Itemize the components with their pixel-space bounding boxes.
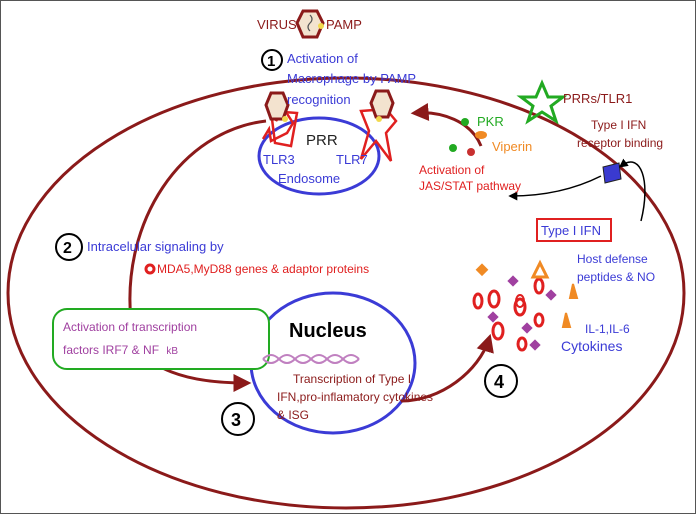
transcription-factor-label: Activation of transcription factors IRF7… [63,320,200,357]
host-defense-line-1: Host defense [577,252,648,266]
endosome [257,116,381,196]
arrow-receptor-to-jak [508,175,602,201]
prr-label: PRR [306,132,338,149]
tf-line-2: factors IRF7 & NF [63,343,159,357]
step-1-label: 1 [267,53,275,70]
jak-line-1: Activation of [419,163,485,177]
tt-line-2: IFN,pro-inflamatory cytokines [277,390,433,404]
endosome-label: Endosome [278,171,340,186]
step-3-circle [221,402,255,436]
type1-ifn-box [536,218,612,242]
viperin-label: Viperin [492,139,532,154]
ifn-receptor-cube [602,162,622,184]
activation-line-1: Activation of [287,51,358,66]
cytokines-label: Cytokines [561,338,622,354]
step-4-label: 4 [494,372,504,392]
tlr3-label: TLR3 [263,152,295,167]
ifn-receptor-line-2: receptor binding [577,136,663,150]
step-1-circle [261,49,283,71]
mda5-label: MDA5,MyD88 genes & adaptor proteins [157,262,369,276]
activation-line-3: recognition [287,92,351,107]
virus-particle [295,9,325,39]
il-label: IL-1,IL-6 [585,322,630,336]
viperin-dot [475,131,487,139]
pkr-dot [461,118,469,126]
tf-line-1: Activation of transcription [63,320,197,334]
ifn-receptor-label: Type I IFN receptor binding [577,118,663,150]
arrow-ifn-to-receptor [618,158,646,222]
mda5-dot [144,263,156,275]
activation-macrophage-label: Activation of Macrophage by PAMP recogni… [287,51,420,107]
tlr1-star-icon [516,79,568,125]
type1-ifn-label: Type I IFN [541,223,601,238]
tlr7-label: TLR7 [336,152,368,167]
step-3-label: 3 [231,410,241,430]
step-2-label: 2 [63,240,72,257]
step-4-circle [484,364,518,398]
prrs-tlr1-label: PRRs/TLR1 [563,91,632,106]
host-defense-line-2: peptides & NO [577,270,655,284]
ifn-receptor-line-1: Type I IFN [591,118,646,132]
step-2-circle [55,233,83,261]
nucleus-label: Nucleus [289,320,367,342]
pamp-label: PAMP [326,17,362,32]
tt-line-1: Transcription of Type I [293,372,411,386]
arrow-tlr3-to-signaling [128,119,267,322]
jak-line-2: JAS/STAT pathway [419,179,521,193]
tf-kappa: kB [166,346,178,357]
arrow-jak-to-tlr7 [410,103,483,147]
cell-membrane [6,76,686,510]
cytokine-cluster [472,259,579,352]
transcription-factor-box [52,308,270,370]
intracellular-label: Intracelular signaling by [87,239,224,254]
virus-label: VIRUS [257,17,297,32]
tt-line-3: & ISG [277,408,309,422]
pkr-label: PKR [477,114,504,129]
jak-stat-label: Activation of JAS/STAT pathway [419,163,521,193]
activation-line-2: Macrophage by PAMP [287,71,416,86]
tlr7-receptor [359,89,398,162]
tlr3-receptor [261,91,299,148]
arrow-from-nucleus-to-cytokines [400,333,494,403]
transcription-type1-label: Transcription of Type I IFN,pro-inflamat… [277,372,436,422]
host-defense-label: Host defense peptides & NO [577,252,655,284]
